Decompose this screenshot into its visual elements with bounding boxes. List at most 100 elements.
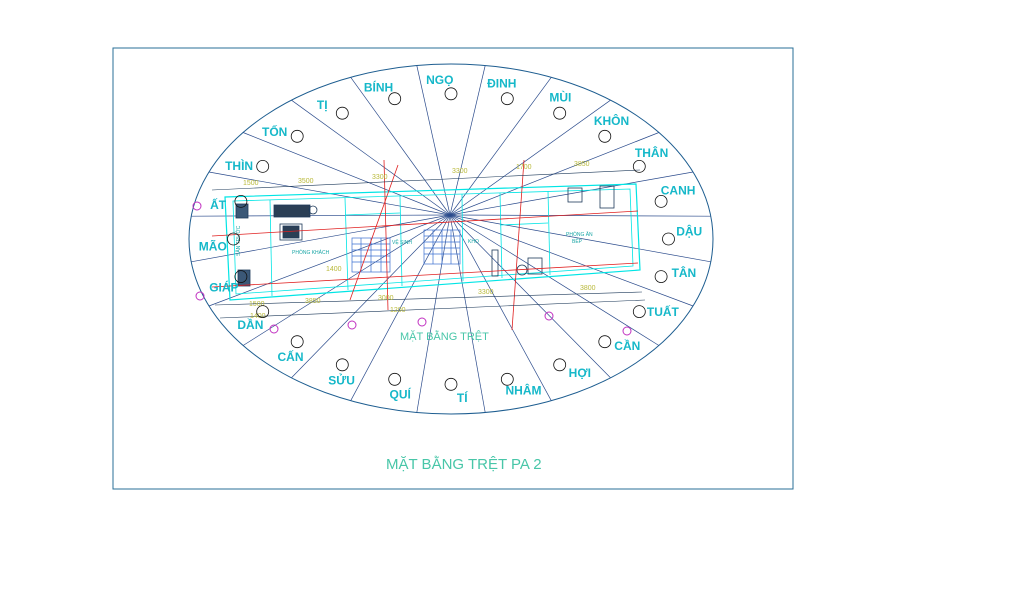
sector-circle <box>227 232 240 246</box>
sector-circle <box>335 358 349 372</box>
sector-circle <box>632 159 646 173</box>
sector-circle <box>444 87 458 101</box>
red-axes <box>211 159 639 331</box>
partition <box>269 199 273 297</box>
sector-circle <box>654 194 668 208</box>
grid-bubble <box>195 291 205 301</box>
direction-label: TỐN <box>262 124 287 139</box>
direction-label: NHÂM <box>506 383 542 398</box>
direction-label: TÂN <box>672 265 697 280</box>
dim-inner: 1400 <box>326 266 342 273</box>
direction-label: SỬU <box>328 373 355 388</box>
sector-circle <box>500 92 514 106</box>
partition <box>547 190 551 276</box>
sector-ray <box>191 214 451 217</box>
sector-ray <box>449 214 611 379</box>
sector-circle <box>388 92 402 106</box>
direction-label: TÍ <box>457 390 468 405</box>
room-label: KHO <box>468 239 479 245</box>
sector-circle <box>234 270 248 284</box>
partition <box>499 192 503 279</box>
dimension-lines <box>211 169 646 319</box>
plan-outline-inner <box>232 188 634 295</box>
sector-ray <box>449 214 711 263</box>
sector-ray <box>208 214 451 307</box>
dim-bottom: 1500 <box>249 301 265 308</box>
direction-label: CẤN <box>278 349 304 364</box>
sector-ray <box>449 214 660 346</box>
sector-circles <box>227 87 675 391</box>
direction-label: MÙI <box>549 90 571 105</box>
sector-circle <box>444 377 458 391</box>
partition <box>461 193 464 282</box>
sector-circle <box>598 335 612 349</box>
dim-bottom: 3300 <box>478 289 494 296</box>
direction-label: BÍNH <box>364 79 393 94</box>
dim-top: 1500 <box>243 180 259 187</box>
sector-ray <box>449 171 694 216</box>
sector-circle <box>256 159 270 173</box>
dim-top: 3300 <box>372 174 388 181</box>
sector-rays <box>191 65 711 413</box>
sector-ray <box>242 132 451 216</box>
grid-bubbles <box>192 201 632 336</box>
direction-label: TUẤT <box>647 304 680 319</box>
dim-inner: 1200 <box>390 307 406 314</box>
sector-ray <box>291 99 451 216</box>
dim-top: 3300 <box>452 168 468 175</box>
sector-ray <box>350 214 451 401</box>
dim-top: 3500 <box>298 178 314 185</box>
direction-label: DẬU <box>676 224 702 239</box>
direction-label: GIÁP <box>209 279 238 294</box>
sector-circle <box>553 358 567 372</box>
room-label: PHÒNG KHÁCH <box>292 249 330 256</box>
sector-circle <box>632 305 646 319</box>
room-label: BẾP <box>572 238 583 245</box>
direction-label: THÂN <box>635 145 668 160</box>
partition <box>399 195 403 287</box>
drawing-title: MẶT BẰNG TRỆT PA 2 <box>386 455 542 473</box>
partition <box>344 197 349 291</box>
sector-circle <box>654 270 668 284</box>
direction-label: HỢI <box>569 366 591 380</box>
grid-bubble <box>347 320 357 330</box>
dim-top: 3850 <box>574 161 590 168</box>
sector-ray <box>449 214 694 307</box>
staircase <box>351 229 461 273</box>
sector-circle <box>662 232 675 246</box>
drawing-frame <box>112 47 794 490</box>
direction-label: CANH <box>661 184 696 198</box>
sector-circle <box>388 372 402 386</box>
partition <box>344 212 401 216</box>
direction-label: DẦN <box>237 317 263 332</box>
room-label: SÂN TRƯỚC <box>235 225 242 256</box>
sector-ray <box>449 214 711 217</box>
direction-label: KHÔN <box>594 113 629 128</box>
direction-label: NGỌ <box>426 73 453 87</box>
direction-label: MÃO <box>199 239 227 254</box>
compass-ellipse <box>188 63 714 415</box>
partition <box>499 222 549 226</box>
dim-bottom: 3000 <box>378 295 394 302</box>
direction-label: CẦN <box>614 338 640 353</box>
sector-ray <box>242 214 451 346</box>
sector-circle <box>553 106 567 120</box>
plan-label: MẶT BẰNG TRỆT <box>400 330 489 343</box>
direction-label: QUÍ <box>390 387 412 402</box>
direction-label: THÌN <box>225 158 253 173</box>
dim-bottom: 3800 <box>580 285 596 292</box>
plan-outline <box>224 183 641 301</box>
sector-circle <box>290 335 304 349</box>
sector-ray <box>449 77 552 216</box>
sector-ray <box>449 65 486 216</box>
floor-plan: 1500 3500 3300 3300 1700 3850 1500 3850 … <box>192 159 646 336</box>
sector-ray <box>449 214 552 401</box>
sector-ray <box>291 214 451 379</box>
sector-ray <box>449 99 611 216</box>
grid-bubble <box>622 326 632 336</box>
dim-top: 1700 <box>516 164 532 171</box>
grid-bubble <box>192 201 202 211</box>
sector-circle <box>234 194 248 208</box>
